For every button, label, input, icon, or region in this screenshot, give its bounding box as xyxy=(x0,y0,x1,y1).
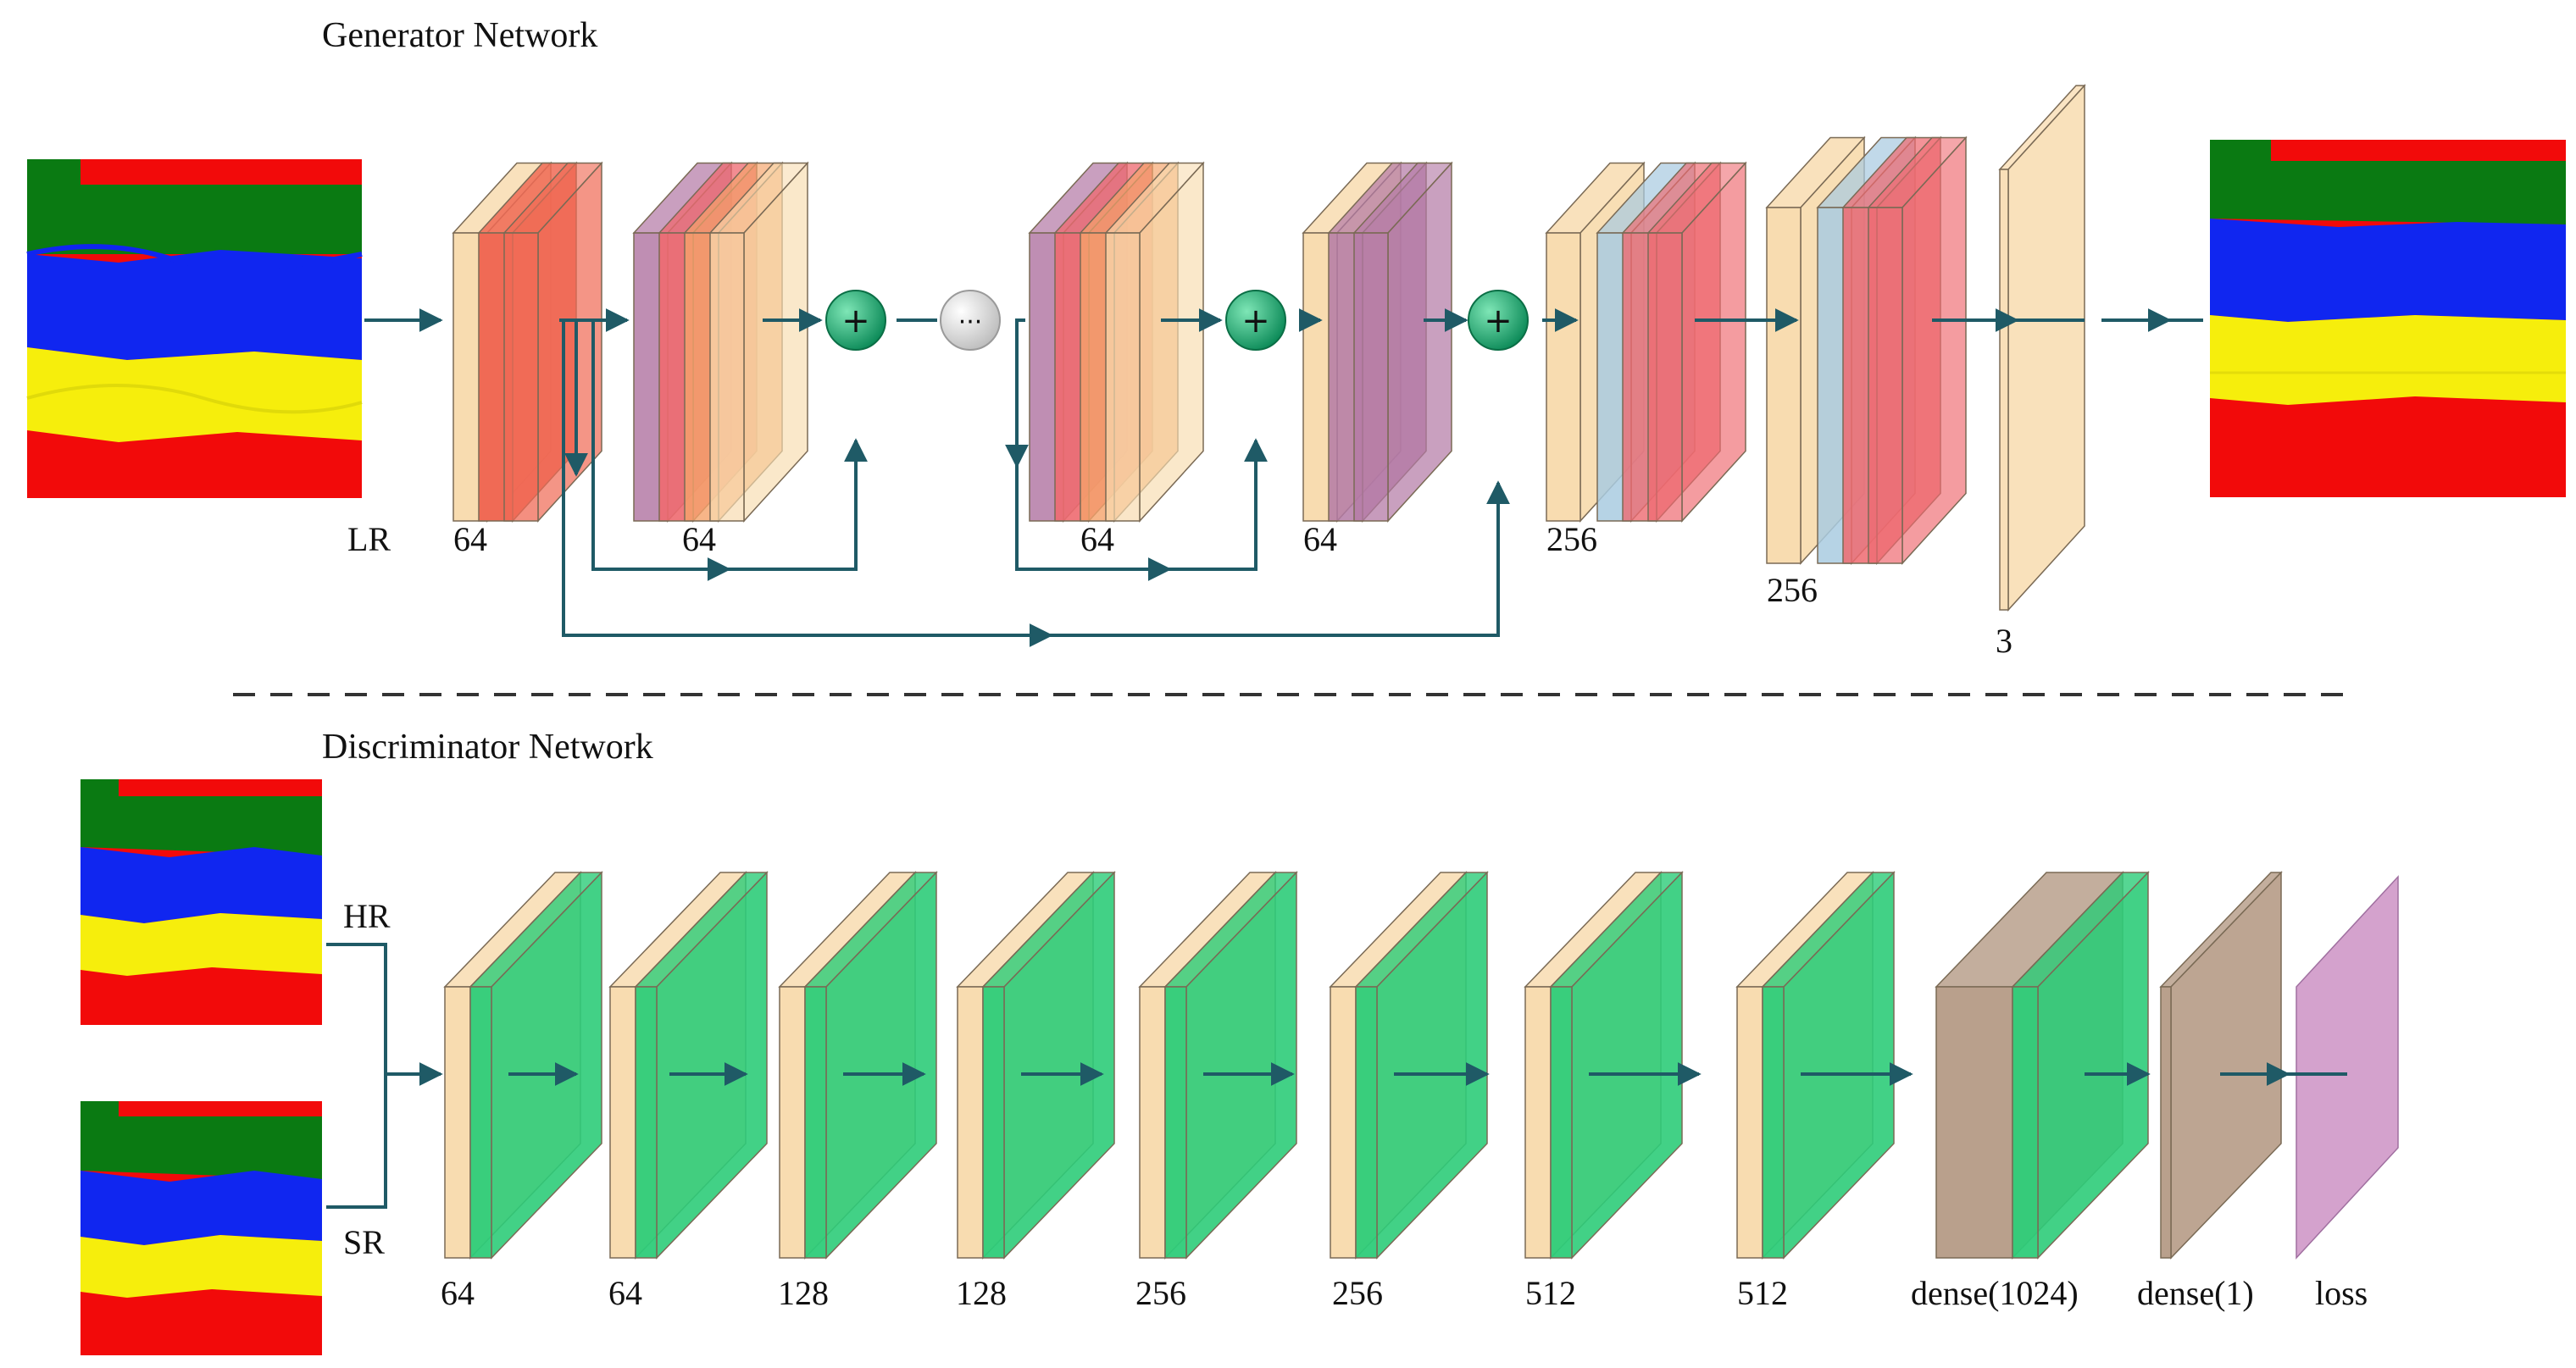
sum-node-3: + xyxy=(1468,290,1529,351)
discriminator-layer-3 xyxy=(778,871,938,1260)
lr-input-image xyxy=(26,159,363,498)
discriminator-title: Discriminator Network xyxy=(322,728,653,767)
hr-input-image xyxy=(80,779,322,1025)
generator-layer-5 xyxy=(1545,161,1747,523)
ellipsis-node: ··· xyxy=(940,290,1001,351)
discriminator-layer-3-label: 128 xyxy=(778,1274,829,1312)
discriminator-layer-5-label: 256 xyxy=(1135,1274,1186,1312)
discriminator-layer-9-label: dense(1024) xyxy=(1911,1274,2079,1312)
discriminator-layer-7 xyxy=(1524,871,1684,1260)
discriminator-layer-10 xyxy=(2159,871,2283,1260)
generator-layer-6 xyxy=(1765,136,1968,565)
sum-node-1: + xyxy=(825,290,886,351)
discriminator-layer-6 xyxy=(1329,871,1489,1260)
generator-layer-5-label: 256 xyxy=(1546,520,1597,558)
discriminator-layer-1-label: 64 xyxy=(441,1274,475,1312)
generator-layer-4 xyxy=(1302,161,1453,523)
discriminator-layer-11-label: loss xyxy=(2315,1274,2368,1312)
svg-text:···: ··· xyxy=(958,307,983,337)
svg-text:+: + xyxy=(841,302,870,341)
generator-layer-4-label: 64 xyxy=(1303,520,1337,558)
sr-label: SR xyxy=(343,1223,385,1261)
lr-label: LR xyxy=(347,520,391,558)
discriminator-layer-2-label: 64 xyxy=(608,1274,642,1312)
generator-layer-7 xyxy=(1998,84,2086,612)
sr-input-image xyxy=(80,1101,322,1355)
sr-output-image xyxy=(2210,140,2566,497)
discriminator-layer-6-label: 256 xyxy=(1332,1274,1383,1312)
discriminator-layer-9 xyxy=(1935,871,2150,1260)
generator-layer-1 xyxy=(452,161,603,523)
discriminator-layer-10-label: dense(1) xyxy=(2137,1274,2254,1312)
hr-label: HR xyxy=(343,897,391,935)
discriminator-layer-11 xyxy=(2296,875,2399,1260)
generator-flow-arrows xyxy=(364,308,2203,647)
discriminator-layer-5 xyxy=(1138,871,1298,1260)
generator-title: Generator Network xyxy=(322,16,597,55)
generator-layer-2 xyxy=(632,161,809,523)
generator-layer-2-label: 64 xyxy=(682,520,716,558)
generator-layer-3 xyxy=(1028,161,1205,523)
discriminator-layer-2 xyxy=(608,871,769,1260)
discriminator-layer-4-label: 128 xyxy=(956,1274,1007,1312)
generator-layer-7-label: 3 xyxy=(1996,622,2012,660)
sum-node-2: + xyxy=(1225,290,1286,351)
svg-text:+: + xyxy=(1241,302,1270,341)
discriminator-layer-7-label: 512 xyxy=(1525,1274,1576,1312)
discriminator-layer-4 xyxy=(956,871,1116,1260)
generator-layer-1-label: 64 xyxy=(453,520,487,558)
discriminator-layer-8-label: 512 xyxy=(1737,1274,1788,1312)
generator-layer-6-label: 256 xyxy=(1767,571,1818,609)
discriminator-layer-1 xyxy=(443,871,603,1260)
discriminator-layer-8 xyxy=(1735,871,1896,1260)
discriminator-input-merge xyxy=(326,943,443,1209)
generator-layer-3-label: 64 xyxy=(1080,520,1114,558)
svg-text:+: + xyxy=(1484,302,1513,341)
